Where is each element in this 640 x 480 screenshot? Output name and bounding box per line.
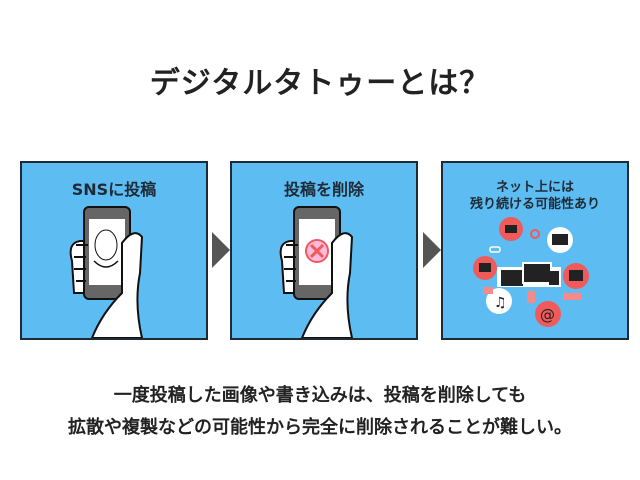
arrow-right-icon: [212, 232, 230, 268]
network-devices-icon: ♫ @: [473, 217, 589, 327]
panel-title-line: ネット上には: [495, 180, 574, 195]
panel-remains-online: ネット上には 残り続ける可能性あり ♫ @: [441, 161, 629, 340]
phone-with-portrait-icon: [69, 206, 144, 338]
caption-line-1: 一度投稿した画像や書き込みは、投稿を削除しても: [113, 385, 527, 406]
panel-title-line: 残り続ける可能性あり: [469, 197, 600, 212]
panel-title: ネット上には 残り続ける可能性あり: [443, 179, 627, 213]
arrow-right-icon: [423, 232, 441, 268]
panel-title: 投稿を削除: [283, 180, 364, 199]
page-title: デジタルタトゥーとは？: [149, 66, 491, 101]
panel-delete-post: 投稿を削除: [230, 161, 418, 340]
caption-line-2: 拡散や複製などの可能性から完全に削除されることが難しい。: [68, 417, 572, 438]
svg-text:♫: ♫: [494, 295, 507, 311]
svg-text:@: @: [540, 306, 555, 324]
panel-title: SNSに投稿: [71, 180, 157, 199]
panel-post-to-sns: SNSに投稿: [20, 161, 208, 340]
phone-with-delete-icon: [279, 206, 354, 338]
